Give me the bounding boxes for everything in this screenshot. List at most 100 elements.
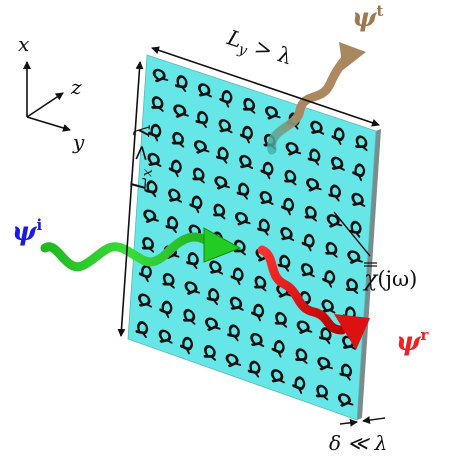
inclusion-particle [352, 163, 366, 182]
inclusion-particle [345, 278, 359, 294]
inclusion-particle [143, 209, 159, 223]
inclusion-particle [318, 327, 332, 345]
inclusion-particle [330, 156, 345, 171]
inclusion-particle [229, 296, 244, 311]
inclusion-particle [144, 180, 158, 198]
incident-wave-arrowhead [203, 227, 242, 263]
lx-dimension-label: Lx > λ [126, 123, 159, 192]
inclusion-particle [206, 288, 220, 306]
inclusion-particle [326, 214, 343, 228]
inclusion-particle [250, 332, 265, 348]
inclusion-particle [251, 303, 265, 322]
inclusion-particle [168, 188, 183, 203]
inclusion-particle [271, 339, 285, 358]
inclusion-particle [284, 169, 297, 186]
inclusion-particle [277, 254, 291, 272]
transmitted-wave-arrowhead [339, 42, 366, 70]
inclusion-particle [295, 348, 308, 364]
inclusion-particle [179, 336, 193, 355]
reflected-wave [257, 245, 370, 350]
inclusion-particle [296, 320, 313, 334]
inclusion-particle [304, 205, 317, 222]
inclusion-particle [183, 308, 196, 325]
inclusion-particle [162, 272, 175, 289]
inclusion-particle [347, 250, 363, 264]
inclusion-particle [233, 239, 246, 256]
inclusion-particle [239, 125, 253, 144]
x-axis-label: x [18, 32, 29, 56]
susceptibility-leader-line [333, 211, 371, 257]
inclusion-particle [301, 233, 315, 252]
inclusion-particle [235, 212, 251, 226]
y-axis-arrow [26, 116, 71, 132]
inclusion-particle [165, 216, 179, 234]
inclusion-particle [227, 324, 240, 342]
susceptibility-label: χ(jω) [362, 267, 417, 292]
inclusion-particle [257, 218, 270, 236]
inclusion-particle [148, 123, 162, 142]
inclusion-particle [230, 267, 244, 286]
inclusion-particle [205, 317, 221, 331]
inclusion-particle [168, 159, 182, 178]
inclusion-particle [159, 300, 173, 319]
inclusion-particle [348, 220, 362, 238]
inclusion-particle [247, 360, 261, 378]
inclusion-particle [292, 376, 306, 394]
inclusion-particle [147, 152, 162, 167]
coordinate-axes: x z y [18, 32, 85, 154]
inclusion-particle [186, 252, 199, 270]
inclusion-particle [171, 131, 185, 148]
inclusion-particle [158, 329, 173, 344]
inclusion-particle [214, 176, 231, 190]
inclusion-particle [339, 363, 353, 381]
inclusion-particle [355, 135, 368, 152]
inclusion-particle [215, 146, 229, 164]
thickness-arrow-right [362, 416, 386, 425]
inclusion-particle [184, 281, 201, 295]
thickness-arrow-left [339, 418, 358, 427]
inclusion-particle [259, 190, 274, 206]
sheet-edge [357, 129, 381, 420]
thickness-label: δ ≪ λ [329, 431, 387, 455]
inclusion-particle [209, 260, 224, 275]
inclusion-particle [300, 263, 315, 278]
inclusion-particle [192, 167, 205, 184]
reflected-wave-body [257, 245, 347, 335]
ly-dimension-label: Ly > λ [222, 25, 295, 73]
inclusion-particle [239, 154, 254, 170]
inclusion-particle [213, 203, 226, 220]
inclusion-particle [328, 184, 341, 202]
lx-dimension-arrow [117, 61, 144, 337]
inclusion-particle [225, 353, 242, 368]
inclusion-particle [322, 270, 336, 288]
inclusion-particle [307, 148, 321, 166]
inclusion-particle [281, 197, 295, 216]
transmitted-wave-label: ψt [352, 2, 383, 33]
inclusion-particle [203, 345, 216, 361]
inclusion-particle [193, 140, 210, 154]
inclusion-particle [254, 275, 267, 292]
reflected-wave-label: ψr [396, 326, 429, 357]
inclusion-particle [337, 393, 354, 407]
inclusion-particle [325, 241, 338, 258]
inclusion-particle [321, 299, 336, 314]
inclusion-particle [285, 142, 302, 156]
inclusion-particle [189, 195, 203, 214]
ly-dimension-arrow [151, 46, 380, 127]
inclusion-particle [270, 369, 285, 384]
inclusion-particle [260, 161, 274, 180]
dimension-lx: Lx > λ [117, 61, 159, 337]
inclusion-particle [331, 127, 345, 146]
inclusion-particle [315, 384, 329, 401]
inclusion-particle [141, 236, 155, 253]
inclusion-grid [135, 68, 368, 407]
y-axis-label: y [72, 130, 85, 154]
dimension-thickness: δ ≪ λ [329, 416, 387, 455]
inclusion-particle [317, 356, 333, 371]
incident-wave-label: ψi [12, 216, 42, 247]
susceptibility-callout: χ(jω) [333, 211, 417, 292]
inclusion-particle [351, 192, 366, 207]
inclusion-particle [280, 227, 295, 242]
